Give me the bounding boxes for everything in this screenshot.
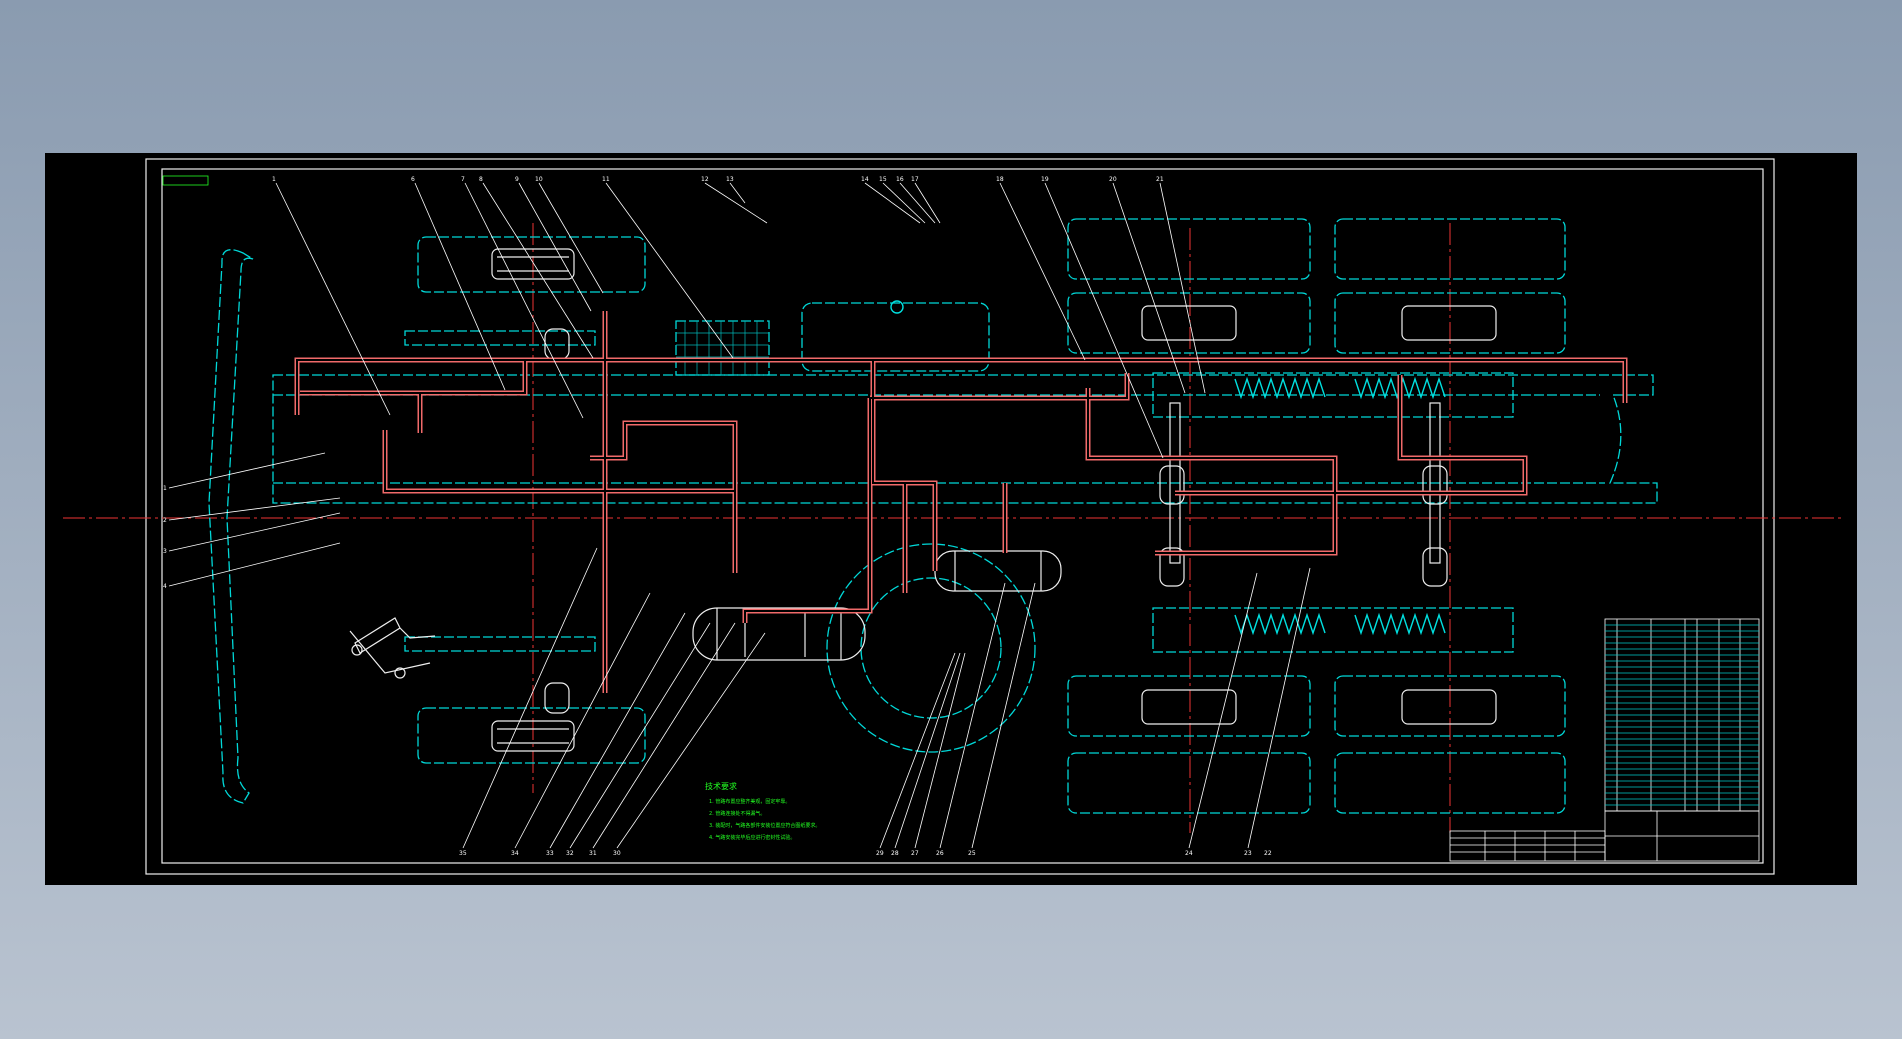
svg-text:2: 2	[163, 517, 167, 524]
svg-text:15: 15	[879, 176, 887, 183]
svg-text:12: 12	[701, 176, 709, 183]
svg-text:20: 20	[1109, 176, 1117, 183]
svg-text:24: 24	[1185, 850, 1193, 857]
note-1: 1. 管路布置应整齐美观，固定牢靠。	[709, 798, 790, 805]
header-tag-box	[162, 175, 209, 186]
air-tank-large	[692, 607, 866, 661]
svg-text:21: 21	[1156, 176, 1164, 183]
svg-text:35: 35	[459, 850, 467, 857]
note-3: 3. 装配时，气路各部件安装位置应符合图纸要求。	[709, 822, 820, 829]
balloons-top: 1 6 7 8 9 10 11 12 13 14 15 16 17 18 19 …	[272, 176, 1164, 183]
front-left-brake-drum	[491, 248, 575, 280]
brake-pedal	[354, 617, 436, 654]
air-pipe	[294, 357, 1628, 415]
svg-text:28: 28	[891, 850, 899, 857]
chassis-frame	[272, 374, 1658, 504]
svg-text:26: 26	[936, 850, 944, 857]
air-pipe	[1175, 375, 1526, 494]
parts-list-table	[1604, 618, 1760, 862]
balloon-label: 1	[272, 176, 276, 183]
air-pipe	[904, 483, 1006, 593]
air-pipe	[732, 398, 873, 623]
air-pipe	[734, 398, 871, 623]
balloons-bottom: 35 34 33 32 31 30 29 28 27 26 25 24 23 2…	[459, 850, 1272, 857]
inner-frame	[161, 168, 1764, 864]
svg-text:1: 1	[163, 485, 167, 492]
svg-text:19: 19	[1041, 176, 1049, 183]
svg-text:33: 33	[546, 850, 554, 857]
svg-text:29: 29	[876, 850, 884, 857]
brake-pipeline-drawing: 1 6 7 8 9 10 11 12 13 14 15 16 17 18 19 …	[63, 158, 1845, 875]
revision-table	[1449, 830, 1606, 862]
svg-text:3: 3	[163, 548, 167, 555]
air-pipe	[1175, 375, 1528, 496]
rear-brake-drums	[1141, 305, 1497, 725]
svg-text:30: 30	[613, 850, 621, 857]
svg-text:8: 8	[479, 176, 483, 183]
cab-outline	[208, 249, 254, 804]
balloons-left: 1 2 3 4	[163, 485, 167, 590]
outer-frame	[145, 158, 1775, 875]
air-pipe	[382, 420, 738, 494]
technical-notes: 技术要求 1. 管路布置应整齐美观，固定牢靠。 2. 管路连接处不得漏气。 3.…	[705, 781, 820, 841]
air-pipe	[384, 422, 736, 492]
svg-text:6: 6	[411, 176, 415, 183]
note-2: 2. 管路连接处不得漏气。	[709, 810, 765, 817]
air-pipe	[1087, 388, 1336, 554]
svg-text:17: 17	[911, 176, 919, 183]
air-pipe	[870, 373, 1128, 399]
air-pipe	[300, 360, 526, 433]
air-pipelines	[294, 311, 1628, 693]
svg-text:7: 7	[461, 176, 465, 183]
cad-drawing-sheet: 1 6 7 8 9 10 11 12 13 14 15 16 17 18 19 …	[45, 153, 1857, 885]
front-left-tire	[417, 236, 646, 293]
svg-text:4: 4	[163, 583, 167, 590]
spare-wheel	[826, 543, 1036, 753]
rear-suspension	[1152, 372, 1514, 653]
svg-text:13: 13	[726, 176, 734, 183]
svg-text:31: 31	[589, 850, 597, 857]
svg-text:16: 16	[896, 176, 904, 183]
svg-text:10: 10	[535, 176, 543, 183]
svg-text:14: 14	[861, 176, 869, 183]
svg-text:18: 18	[996, 176, 1004, 183]
svg-text:27: 27	[911, 850, 919, 857]
svg-text:25: 25	[968, 850, 976, 857]
front-right-spring	[404, 636, 596, 652]
svg-text:9: 9	[515, 176, 519, 183]
svg-text:23: 23	[1244, 850, 1252, 857]
front-right-tire	[417, 707, 646, 764]
svg-text:22: 22	[1264, 850, 1272, 857]
air-pipe	[1085, 388, 1338, 556]
svg-text:32: 32	[566, 850, 574, 857]
battery-box	[675, 320, 770, 376]
svg-text:34: 34	[511, 850, 519, 857]
note-4: 4. 气路安装完毕后应进行密封性试验。	[709, 834, 795, 841]
leader-lines	[168, 182, 1311, 849]
rear-tires	[1067, 218, 1566, 814]
front-left-spring	[404, 330, 596, 346]
svg-text:11: 11	[602, 176, 610, 183]
air-pipe	[300, 360, 528, 433]
air-tank-small	[934, 550, 1062, 592]
fuel-tank	[801, 302, 990, 372]
brake-chambers	[544, 328, 1448, 714]
notes-title: 技术要求	[705, 781, 737, 791]
air-pipe	[296, 359, 1626, 415]
